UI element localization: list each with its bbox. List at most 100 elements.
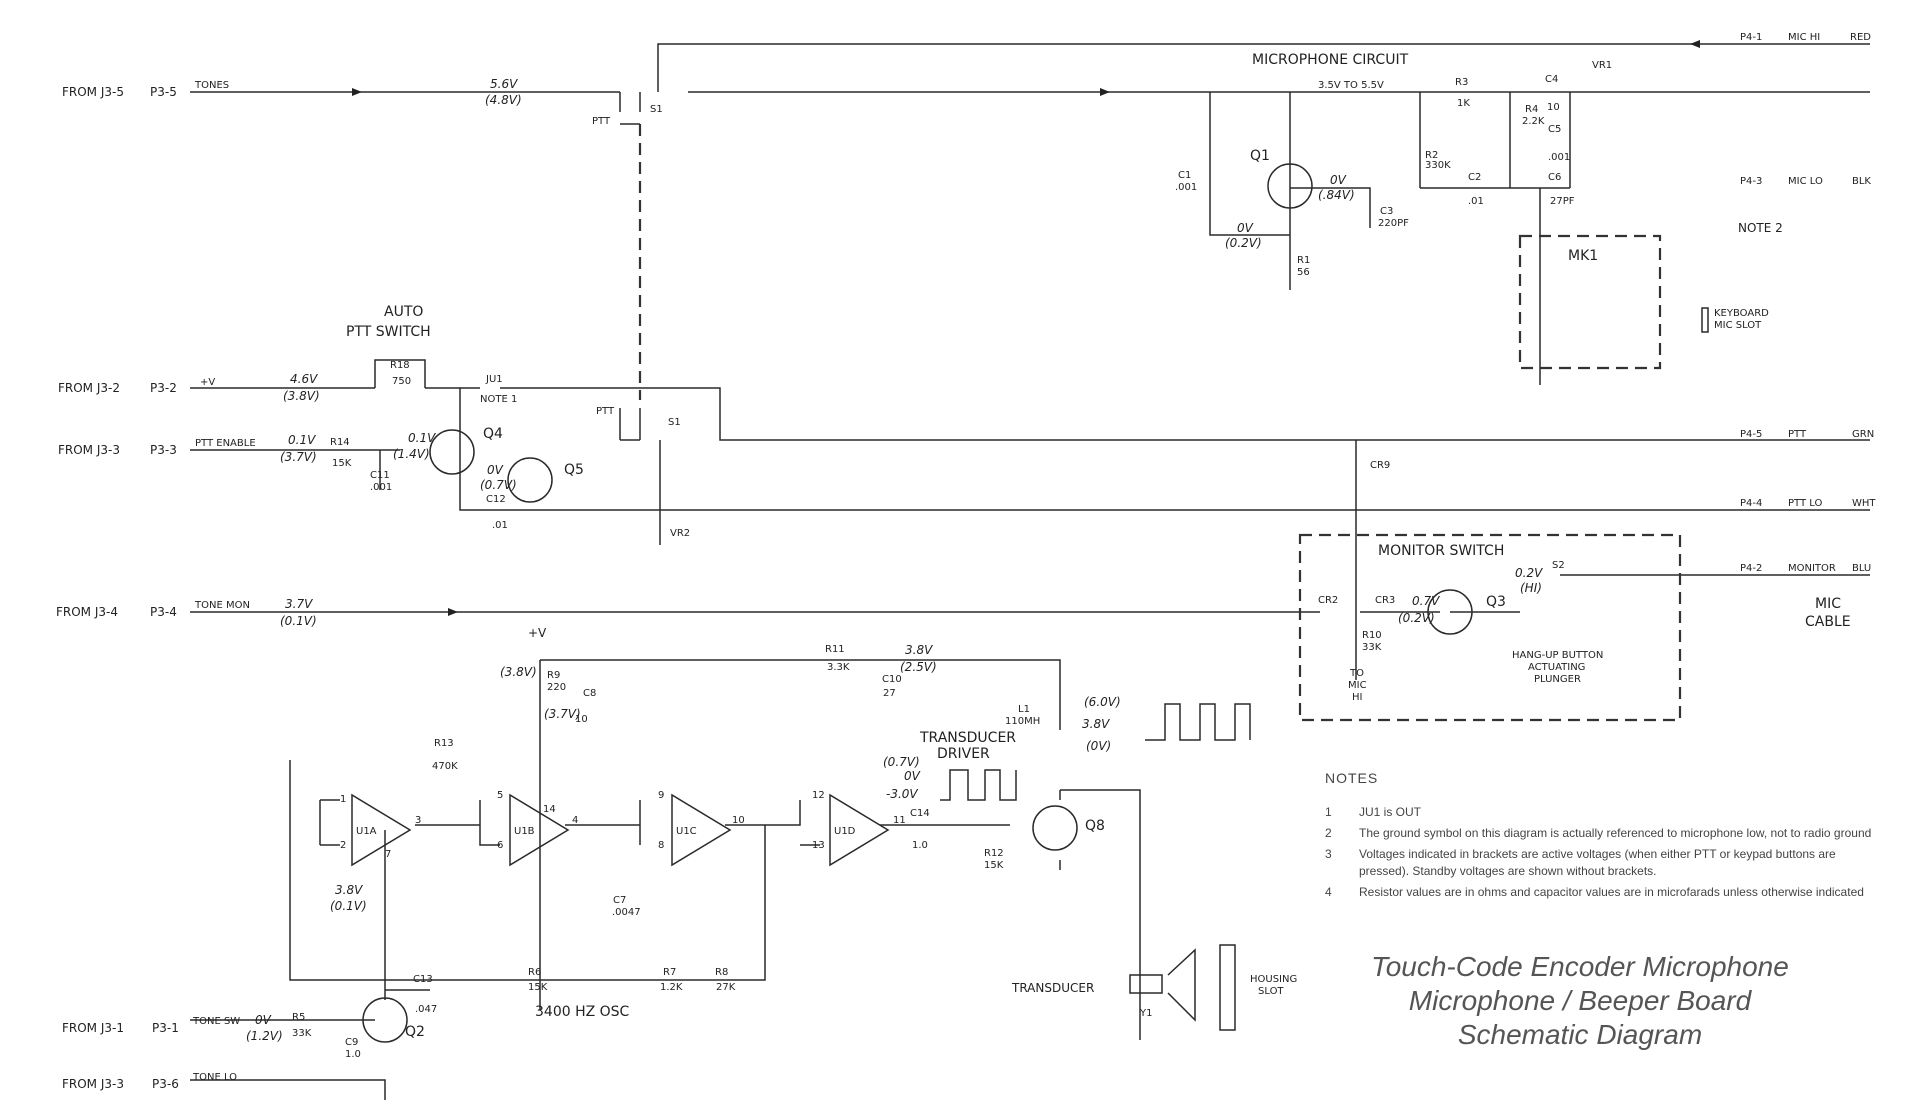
input-pin: P3-3 <box>150 443 177 457</box>
u1c-label: U1C <box>676 826 697 837</box>
input-from: FROM J3-2 <box>58 381 120 395</box>
pin: 8 <box>658 840 664 851</box>
output-color: WHT <box>1852 498 1876 509</box>
diagram-title: Touch-Code Encoder Microphone Microphone… <box>1300 950 1860 1052</box>
voltage: (0.2V) <box>1398 611 1435 625</box>
mic-cable-label: MIC <box>1815 596 1841 612</box>
s1-label: S1 <box>668 417 681 428</box>
voltage: (1.4V) <box>393 447 430 461</box>
note-text: Voltages indicated in brackets are activ… <box>1359 847 1836 878</box>
title-line: Touch-Code Encoder Microphone <box>1371 951 1789 982</box>
note-number: 1 <box>1325 805 1332 819</box>
r12-value: 15K <box>984 860 1004 871</box>
pin: 11 <box>893 815 906 826</box>
ptt-label: PTT <box>596 406 615 417</box>
u1a-label: U1A <box>356 826 377 837</box>
to-mic-hi: MIC <box>1348 680 1367 691</box>
voltage: (.84V) <box>1318 188 1355 202</box>
q2-label: Q2 <box>405 1024 425 1040</box>
keyboard-slot-label: MIC SLOT <box>1714 320 1762 331</box>
input-v: 4.6V <box>290 372 318 386</box>
q2-transistor <box>362 997 408 1043</box>
c8-value: 10 <box>575 714 588 725</box>
output-pin: P4-4 <box>1740 498 1762 509</box>
output-pin: P4-3 <box>1740 176 1762 187</box>
output-pin: P4-2 <box>1740 563 1762 574</box>
osc-label: 3400 HZ OSC <box>535 1004 630 1020</box>
c4-label: C4 <box>1545 74 1558 85</box>
note-item: 3 Voltages indicated in brackets are act… <box>1325 846 1885 880</box>
c11-value: .001 <box>370 482 392 493</box>
output-pin: P4-5 <box>1740 429 1762 440</box>
input-from: FROM J3-3 <box>58 443 120 457</box>
ptt-section: AUTO PTT SWITCH R18 750 R14 15K C11 .001… <box>330 104 1390 539</box>
ju1-label: JU1 <box>485 374 503 385</box>
pin: 14 <box>543 804 556 815</box>
to-mic-hi: HI <box>1352 692 1362 703</box>
microphone-circuit: MICROPHONE CIRCUIT 3.5V TO 5.5V Q1 0V (.… <box>1175 52 1783 385</box>
r1-value: 56 <box>1297 267 1310 278</box>
note-text: Resistor values are in ohms and capacito… <box>1359 885 1864 899</box>
q1-label: Q1 <box>1250 148 1270 164</box>
note-item: 2 The ground symbol on this diagram is a… <box>1325 825 1885 842</box>
input-signal: +V <box>200 377 215 388</box>
voltage: (HI) <box>1520 581 1542 595</box>
output-label: MIC LO <box>1788 176 1823 187</box>
mic-circuit-title: MICROPHONE CIRCUIT <box>1252 52 1409 68</box>
monitor-switch: MONITOR SWITCH CR2 CR3 Q3 0.7V (0.2V) 0.… <box>1298 533 1682 722</box>
title-line: Schematic Diagram <box>1457 1019 1703 1050</box>
input-v: 0.1V <box>288 433 316 447</box>
q5-label: Q5 <box>564 462 584 478</box>
r6-label: R6 <box>528 967 541 978</box>
c4-value: 10 <box>1547 102 1560 113</box>
pin: 1 <box>340 794 346 805</box>
r4-value: 2.2K <box>1522 116 1545 127</box>
note-item: 1 JU1 is OUT <box>1325 804 1885 821</box>
voltage: 0.7V <box>1412 594 1440 608</box>
wiring <box>190 40 1870 1100</box>
r2-label: R2 <box>1425 150 1438 161</box>
monitor-switch-title: MONITOR SWITCH <box>1378 543 1504 559</box>
r18-value: 750 <box>392 376 411 387</box>
note-number: 2 <box>1325 826 1332 840</box>
mic-rail-label: 3.5V TO 5.5V <box>1318 80 1384 91</box>
voltage: (0V) <box>1086 739 1111 753</box>
auto-ptt-label: AUTO <box>384 304 423 320</box>
cr9-label: CR9 <box>1370 460 1390 471</box>
input-signal: TONE MON <box>194 600 250 611</box>
transducer-element <box>1129 974 1163 994</box>
note-number: 3 <box>1325 847 1332 861</box>
r3-label: R3 <box>1455 77 1468 88</box>
voltage: (3.8V) <box>500 665 537 679</box>
r8-value: 27K <box>716 982 736 993</box>
input-pin: P3-5 <box>150 85 177 99</box>
c10-label: C10 <box>882 674 902 685</box>
voltage: (0.7V) <box>480 478 517 492</box>
q8-label: Q8 <box>1085 818 1105 834</box>
c10-value: 27 <box>883 688 896 699</box>
c7-value: .0047 <box>612 907 641 918</box>
output-label: PTT LO <box>1788 498 1822 509</box>
output-labels: P4-1 MIC HI RED P4-3 MIC LO BLK P4-5 PTT… <box>1740 32 1876 630</box>
input-va: (3.7V) <box>280 450 317 464</box>
transducer-label: TRANSDUCER <box>1011 981 1094 995</box>
pin: 9 <box>658 790 664 801</box>
input-va: (0.1V) <box>280 614 317 628</box>
c3-value: 220PF <box>1378 218 1409 229</box>
q1-transistor <box>1267 163 1313 209</box>
monitor-switch-box <box>1298 533 1682 722</box>
hangup-label: HANG-UP BUTTON <box>1512 650 1603 661</box>
keyboard-slot-label: KEYBOARD <box>1714 308 1769 319</box>
keyboard-slot-icon <box>1701 307 1709 333</box>
c2-label: C2 <box>1468 172 1481 183</box>
r6-value: 15K <box>528 982 548 993</box>
c9-value: 1.0 <box>345 1049 361 1060</box>
pin: 4 <box>572 815 578 826</box>
voltage: (2.5V) <box>900 660 937 674</box>
housing-slot-label: SLOT <box>1258 986 1284 997</box>
c6-label: C6 <box>1548 172 1561 183</box>
r2-value: 330K <box>1425 160 1451 171</box>
output-color: RED <box>1850 32 1871 43</box>
output-pin: P4-1 <box>1740 32 1762 43</box>
housing-slot <box>1219 944 1236 1031</box>
